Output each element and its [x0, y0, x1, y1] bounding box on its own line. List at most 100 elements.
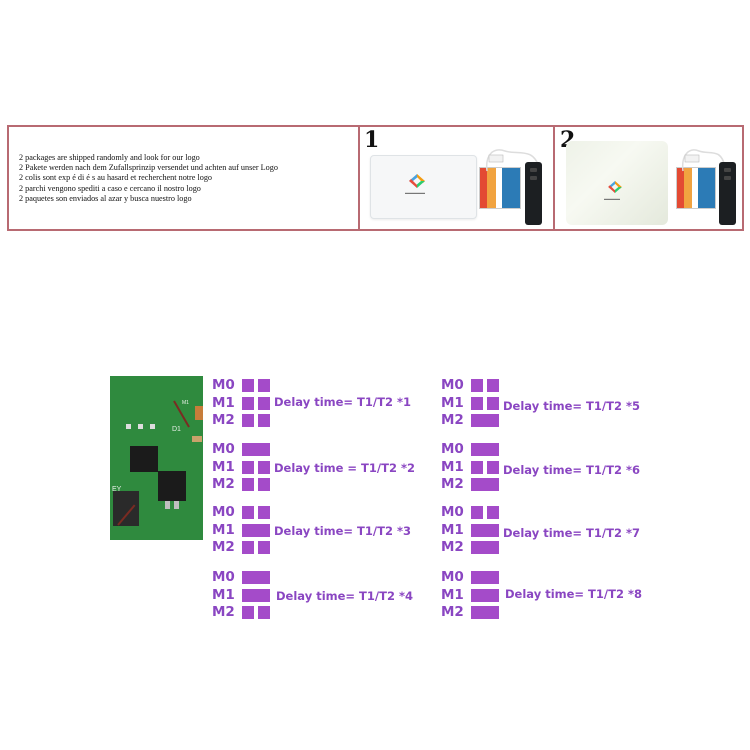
- notice-line-de: 2 Pakete werden nach dem Zufallsprinzip …: [19, 163, 278, 173]
- switch-label: M0: [212, 377, 235, 393]
- switch-off-square: [242, 606, 254, 619]
- pcb-board-photo: D1 M1 EY: [110, 376, 203, 540]
- cable-image: [681, 149, 726, 172]
- switch-label: M2: [441, 412, 464, 428]
- switch-row: M0: [441, 441, 511, 458]
- switch-row: M1: [441, 522, 511, 539]
- switch-off-square: [242, 460, 254, 474]
- delay-time-label: Delay time = T1/T2 *2: [274, 461, 415, 475]
- switch-off-square: [258, 506, 270, 519]
- switch-label: M0: [441, 441, 464, 457]
- switch-off-square: [242, 414, 254, 427]
- switch-label: M2: [212, 476, 235, 492]
- switch-row: M0: [441, 377, 511, 394]
- switch-row: M1: [441, 587, 511, 604]
- switch-row: M2: [441, 539, 511, 556]
- switch-row: M0: [212, 377, 282, 394]
- switch-on-bar: [471, 443, 499, 456]
- switch-off-square: [242, 541, 254, 554]
- switch-off-square: [487, 506, 499, 519]
- switch-on-bar: [471, 478, 499, 491]
- switch-row: M2: [441, 412, 511, 429]
- switch-off-square: [471, 396, 483, 410]
- switch-label: M0: [441, 377, 464, 393]
- switch-on-bar: [242, 588, 270, 602]
- switch-off-square: [471, 506, 483, 519]
- switch-on-bar: [242, 571, 270, 584]
- switch-row: M0: [212, 441, 282, 458]
- switch-label: M1: [212, 586, 235, 603]
- delay-time-label: Delay time= T1/T2 *6: [503, 463, 640, 477]
- switch-on-bar: [471, 588, 499, 602]
- switch-row: M2: [212, 412, 282, 429]
- switch-row: M0: [212, 504, 282, 521]
- switch-on-bar: [471, 606, 499, 619]
- plastic-box-image: ▬▬▬▬▬: [370, 155, 477, 219]
- notice-line-es: 2 paquetes son enviados al azar y busca …: [19, 193, 192, 203]
- brand-logo-wordmark: ▬▬▬▬: [604, 196, 620, 201]
- bag-image: ▬▬▬▬: [566, 141, 668, 225]
- switch-off-square: [258, 606, 270, 619]
- product-card-image: [676, 167, 716, 209]
- delay-time-label: Delay time= T1/T2 *8: [505, 587, 642, 601]
- remote-control-image: [719, 162, 736, 225]
- brand-logo-icon: [608, 181, 622, 193]
- switch-on-bar: [471, 571, 499, 584]
- switch-row: M0: [441, 569, 511, 586]
- packaging-notice-banner: 2 packages are shipped randomly and look…: [7, 125, 744, 231]
- switch-label: M2: [441, 476, 464, 492]
- switch-on-bar: [471, 541, 499, 554]
- switch-row: M2: [212, 604, 282, 621]
- switch-label: M2: [212, 604, 235, 620]
- pcb-silkscreen-label: EY: [112, 486, 122, 493]
- switch-off-square: [471, 460, 483, 474]
- switch-row: M2: [441, 604, 511, 621]
- switch-label: M1: [212, 521, 235, 538]
- switch-row: M1: [212, 522, 282, 539]
- switch-row: M1: [212, 459, 282, 476]
- switch-row: M0: [212, 569, 282, 586]
- notice-line-it: 2 parchi vengono spediti a caso e cercan…: [19, 183, 201, 193]
- switch-row: M0: [441, 504, 511, 521]
- pcb-silkscreen-label: D1: [172, 426, 181, 433]
- banner-divider: [553, 127, 555, 229]
- notice-line-fr: 2 colis sont exp é di é s au hasard et r…: [19, 173, 213, 183]
- switch-label: M0: [212, 504, 235, 520]
- switch-off-square: [258, 541, 270, 554]
- delay-time-label: Delay time= T1/T2 *1: [274, 395, 411, 409]
- switch-on-bar: [471, 414, 499, 427]
- banner-divider: [358, 127, 360, 229]
- switch-off-square: [258, 379, 270, 392]
- switch-on-bar: [242, 523, 270, 537]
- switch-row: M1: [441, 395, 511, 412]
- product-card-image: [479, 167, 521, 209]
- switch-label: M1: [212, 458, 235, 475]
- switch-off-square: [258, 478, 270, 491]
- switch-off-square: [487, 379, 499, 392]
- switch-label: M1: [441, 586, 464, 603]
- switch-row: M1: [212, 395, 282, 412]
- switch-off-square: [487, 460, 499, 474]
- switch-row: M1: [212, 587, 282, 604]
- delay-time-label: Delay time= T1/T2 *4: [276, 589, 413, 603]
- switch-label: M0: [441, 504, 464, 520]
- switch-label: M2: [441, 539, 464, 555]
- switch-row: M2: [212, 539, 282, 556]
- switch-off-square: [242, 506, 254, 519]
- switch-off-square: [258, 460, 270, 474]
- switch-label: M2: [212, 412, 235, 428]
- package-number-1: 1: [364, 127, 380, 153]
- switch-label: M1: [212, 394, 235, 411]
- switch-label: M2: [441, 604, 464, 620]
- shipping-notice-text: 2 packages are shipped randomly and look…: [19, 153, 278, 204]
- switch-label: M1: [441, 394, 464, 411]
- switch-off-square: [487, 396, 499, 410]
- switch-off-square: [242, 379, 254, 392]
- switch-off-square: [258, 414, 270, 427]
- switch-label: M2: [212, 539, 235, 555]
